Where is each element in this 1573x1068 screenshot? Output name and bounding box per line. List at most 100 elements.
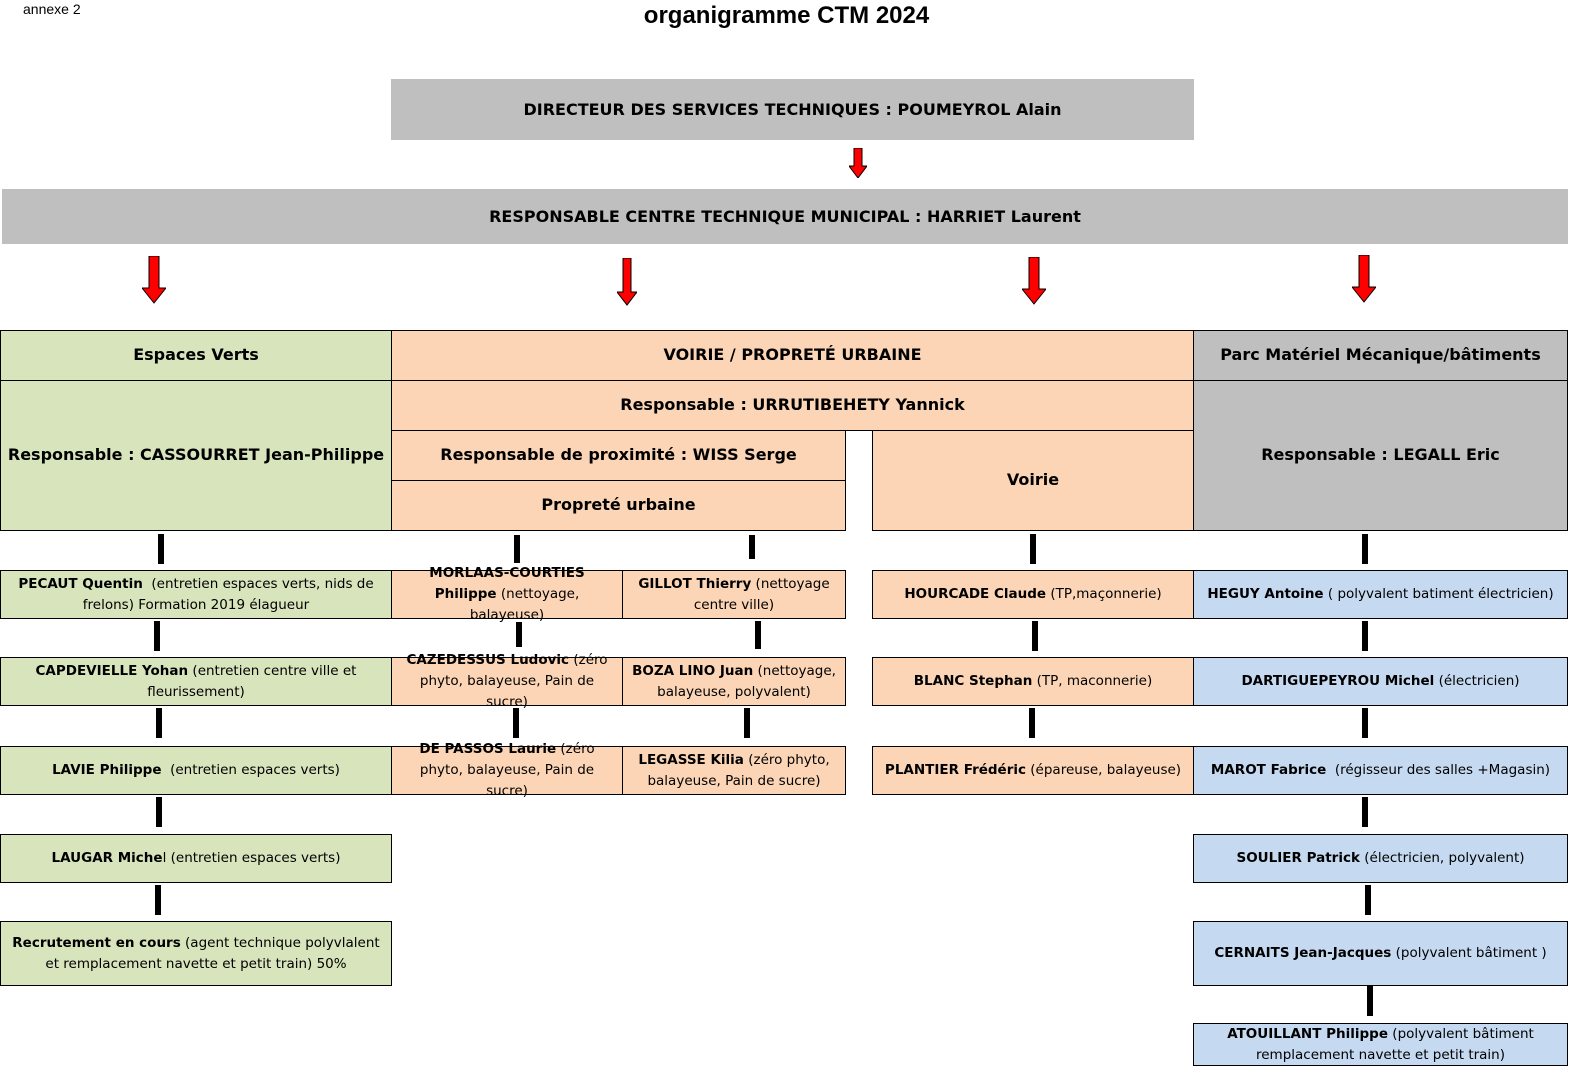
staff-card: LAUGAR Michel (entretien espaces verts): [0, 834, 392, 883]
staff-name: LAUGAR Miche: [51, 850, 163, 867]
staff-role: (entretien espaces verts, nids de frelon…: [82, 575, 378, 613]
proximite-responsable: Responsable de proximité : WISS Serge: [391, 430, 846, 481]
voirie-title-text: Voirie: [1006, 470, 1060, 490]
staff-role: (nettoyage, balayeuse): [469, 586, 584, 623]
staff-card: MORLAAS-COURTIES Philippe (nettoyage, ba…: [391, 565, 623, 623]
staff-role: (régisseur des salles +Magasin): [1326, 762, 1551, 779]
connector: [1032, 621, 1038, 651]
staff-card: LEGASSE Kilia (zéro phyto, balayeuse, Pa…: [622, 746, 846, 795]
connector: [156, 708, 162, 738]
arrow-icon: [142, 256, 166, 304]
voirie-proprete-title-text: VOIRIE / PROPRETÉ URBAINE: [663, 345, 922, 365]
ctm-manager-box: RESPONSABLE CENTRE TECHNIQUE MUNICIPAL :…: [2, 189, 1568, 244]
parc-responsable-text: Responsable : LEGALL Eric: [1261, 445, 1500, 465]
staff-role: (zéro phyto, balayeuse, Pain de sucre): [647, 751, 834, 789]
staff-card: PLANTIER Frédéric (épareuse, balayeuse): [872, 746, 1194, 795]
staff-card: CERNAITS Jean-Jacques (polyvalent bâtime…: [1193, 921, 1568, 986]
staff-name: CERNAITS Jean-Jacques: [1214, 945, 1392, 962]
ctm-manager-label: RESPONSABLE CENTRE TECHNIQUE MUNICIPAL :…: [489, 207, 1081, 226]
staff-card: DARTIGUEPEYROU Michel (électricien): [1193, 657, 1568, 706]
staff-card: CAZEDESSUS Ludovic (zéro phyto, balayeus…: [391, 652, 623, 710]
proprete-urbaine-title-text: Propreté urbaine: [541, 495, 696, 515]
staff-name: CAZEDESSUS Ludovic: [406, 652, 570, 669]
staff-role: (nettoyage centre ville): [693, 575, 834, 613]
staff-card: Recrutement en cours (agent technique po…: [0, 921, 392, 986]
staff-role: (zéro phyto, balayeuse, Pain de sucre): [419, 741, 599, 799]
connector: [1030, 534, 1036, 564]
connector: [1362, 621, 1368, 651]
staff-card: GILLOT Thierry (nettoyage centre ville): [622, 570, 846, 619]
connector: [514, 535, 520, 563]
staff-role: (entretien centre ville et fleurissement…: [147, 662, 361, 700]
espaces-verts-title: Espaces Verts: [0, 330, 392, 381]
connector: [154, 621, 160, 651]
staff-card: LAVIE Philippe (entretien espaces verts): [0, 746, 392, 795]
staff-card: SOULIER Patrick (électricien, polyvalent…: [1193, 834, 1568, 883]
staff-card: MAROT Fabrice (régisseur des salles +Mag…: [1193, 746, 1568, 795]
staff-name: BOZA LINO Juan: [632, 662, 754, 679]
espaces-verts-responsable: Responsable : CASSOURRET Jean-Philippe: [0, 380, 392, 531]
staff-card: BOZA LINO Juan (nettoyage, balayeuse, po…: [622, 657, 846, 706]
staff-role: (polyvalent bâtiment remplacement navett…: [1255, 1026, 1539, 1063]
connector: [1362, 534, 1368, 564]
chart-title: organigramme CTM 2024: [643, 2, 930, 29]
connector: [158, 534, 164, 564]
staff-name: SOULIER Patrick: [1236, 850, 1360, 867]
staff-role: l (entretien espaces verts): [162, 850, 341, 867]
staff-card: BLANC Stephan (TP, maconnerie): [872, 657, 1194, 706]
parc-title-text: Parc Matériel Mécanique/bâtiments: [1220, 345, 1541, 365]
connector: [755, 621, 761, 649]
voirie-title: Voirie: [872, 430, 1194, 531]
arrow-icon: [1022, 257, 1046, 305]
staff-role: (agent technique polyvlalent et remplace…: [45, 934, 384, 972]
staff-name: DE PASSOS Laurie: [419, 741, 557, 758]
staff-role: (polyvalent bâtiment ): [1391, 945, 1547, 962]
staff-role: (électricien, polyvalent): [1359, 850, 1525, 867]
parc-responsable: Responsable : LEGALL Eric: [1193, 380, 1568, 531]
staff-role: (TP, maconnerie): [1032, 673, 1153, 690]
parc-title: Parc Matériel Mécanique/bâtiments: [1193, 330, 1568, 381]
arrow-icon: [849, 148, 867, 178]
staff-card: CAPDEVIELLE Yohan (entretien centre vill…: [0, 657, 392, 706]
voirie-responsable-text: Responsable : URRUTIBEHETY Yannick: [620, 395, 965, 415]
staff-card: HEGUY Antoine ( polyvalent batiment élec…: [1193, 570, 1568, 619]
staff-card: ATOUILLANT Philippe (polyvalent bâtiment…: [1193, 1023, 1568, 1066]
proprete-urbaine-title: Propreté urbaine: [391, 480, 846, 531]
voirie-proprete-title: VOIRIE / PROPRETÉ URBAINE: [391, 330, 1194, 381]
staff-name: LEGASSE Kilia: [638, 751, 744, 768]
staff-name: HEGUY Antoine: [1207, 586, 1324, 603]
connector: [744, 708, 750, 738]
staff-role: (nettoyage, balayeuse, polyvalent): [657, 662, 841, 700]
staff-role: ( polyvalent batiment électricien): [1323, 586, 1554, 603]
connector: [1029, 708, 1035, 738]
connector: [156, 797, 162, 827]
staff-name: CAPDEVIELLE Yohan: [35, 662, 189, 679]
connector: [1365, 885, 1371, 915]
connector: [1362, 797, 1368, 827]
connector: [1362, 708, 1368, 738]
connector: [513, 708, 519, 738]
annex-label: annexe 2: [23, 1, 81, 17]
espaces-verts-title-text: Espaces Verts: [133, 345, 259, 365]
staff-name: MORLAAS-COURTIES Philippe: [429, 565, 585, 603]
staff-name: BLANC Stephan: [913, 673, 1033, 690]
staff-role: (entretien espaces verts): [161, 762, 340, 779]
staff-name: Recrutement en cours: [12, 934, 181, 951]
voirie-responsable: Responsable : URRUTIBEHETY Yannick: [391, 380, 1194, 431]
connector: [749, 535, 755, 559]
connector: [155, 885, 161, 915]
director-box: DIRECTEUR DES SERVICES TECHNIQUES : POUM…: [391, 79, 1194, 140]
staff-role: (TP,maçonnerie): [1046, 586, 1162, 603]
staff-name: HOURCADE Claude: [904, 586, 1047, 603]
staff-card: HOURCADE Claude (TP,maçonnerie): [872, 570, 1194, 619]
staff-role: (électricien): [1434, 673, 1520, 690]
staff-name: LAVIE Philippe: [52, 762, 162, 779]
staff-name: MAROT Fabrice: [1210, 762, 1327, 779]
staff-name: DARTIGUEPEYROU Michel: [1241, 673, 1435, 690]
arrow-icon: [1352, 255, 1376, 303]
arrow-icon: [617, 258, 637, 306]
staff-role: (épareuse, balayeuse): [1026, 762, 1182, 779]
staff-name: GILLOT Thierry: [638, 575, 752, 592]
espaces-verts-responsable-text: Responsable : CASSOURRET Jean-Philippe: [7, 445, 385, 465]
connector: [516, 622, 522, 647]
